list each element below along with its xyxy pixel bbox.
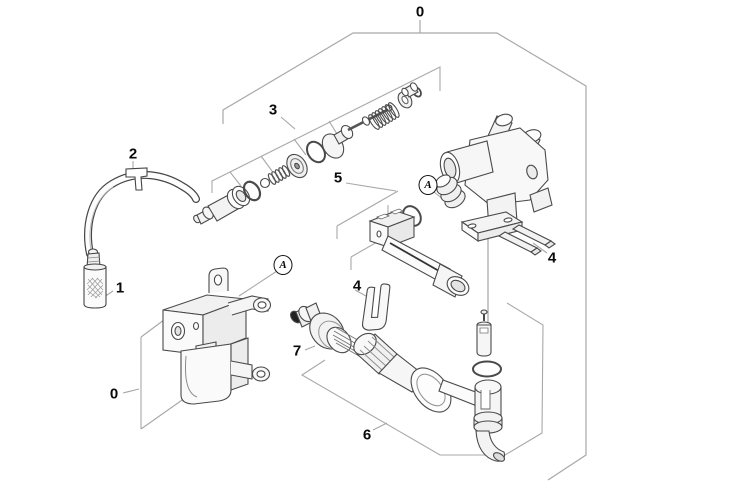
part-5-pipe: [368, 205, 470, 298]
callout-7: 7: [292, 342, 302, 360]
valve-ball: [259, 177, 271, 189]
end-fitting: [401, 82, 419, 98]
leader-4-right: [532, 242, 548, 254]
control-body: [435, 113, 553, 243]
callout-1: 1: [115, 279, 125, 297]
bracket-part-3: [211, 66, 441, 193]
spring-small: [267, 165, 291, 185]
part-1-filter: [83, 248, 107, 309]
group-frame-0: [222, 20, 587, 481]
callout-a-left: A: [273, 255, 293, 275]
splined-shaft: [332, 326, 369, 362]
leader-3: [280, 116, 296, 130]
callout-2: 2: [128, 145, 138, 163]
callout-0-top: 0: [415, 3, 425, 21]
leader-a-left: [238, 270, 278, 297]
bracket-lower: [180, 337, 271, 405]
valve-seat-disc: [286, 153, 308, 179]
part-2-hose: [84, 167, 200, 258]
elbow-outlet: [473, 379, 506, 462]
part-3-valve-kit: [193, 82, 422, 225]
misc-leaders: [103, 161, 548, 351]
bracket-upper: [162, 267, 272, 356]
callout-3: 3: [268, 101, 278, 119]
outer-frame: [222, 32, 587, 481]
callout-4-mid: 4: [352, 277, 362, 295]
filter-mesh: [86, 277, 104, 299]
callout-4-right: 4: [547, 249, 557, 267]
part-4-clips-right: [497, 224, 556, 256]
leader-6: [372, 422, 388, 431]
o-ring-elbow: [472, 360, 502, 378]
part-4-clip-mid: [361, 283, 391, 331]
callout-a-right: A: [418, 175, 438, 195]
injector-valve: [476, 309, 492, 357]
callout-5: 5: [333, 169, 343, 187]
callout-6: 6: [362, 426, 372, 444]
callout-0-left: 0: [109, 385, 119, 403]
leader-4-mid: [354, 289, 367, 297]
o-ring-1: [242, 180, 262, 202]
spring-large: [368, 102, 400, 130]
hose-clamp: [125, 167, 148, 191]
leader-0-left: [122, 388, 140, 394]
part3-ticks: [229, 120, 338, 187]
part-6-lance: [332, 326, 482, 413]
valve-housing: [193, 185, 251, 225]
leader-7: [304, 345, 316, 351]
